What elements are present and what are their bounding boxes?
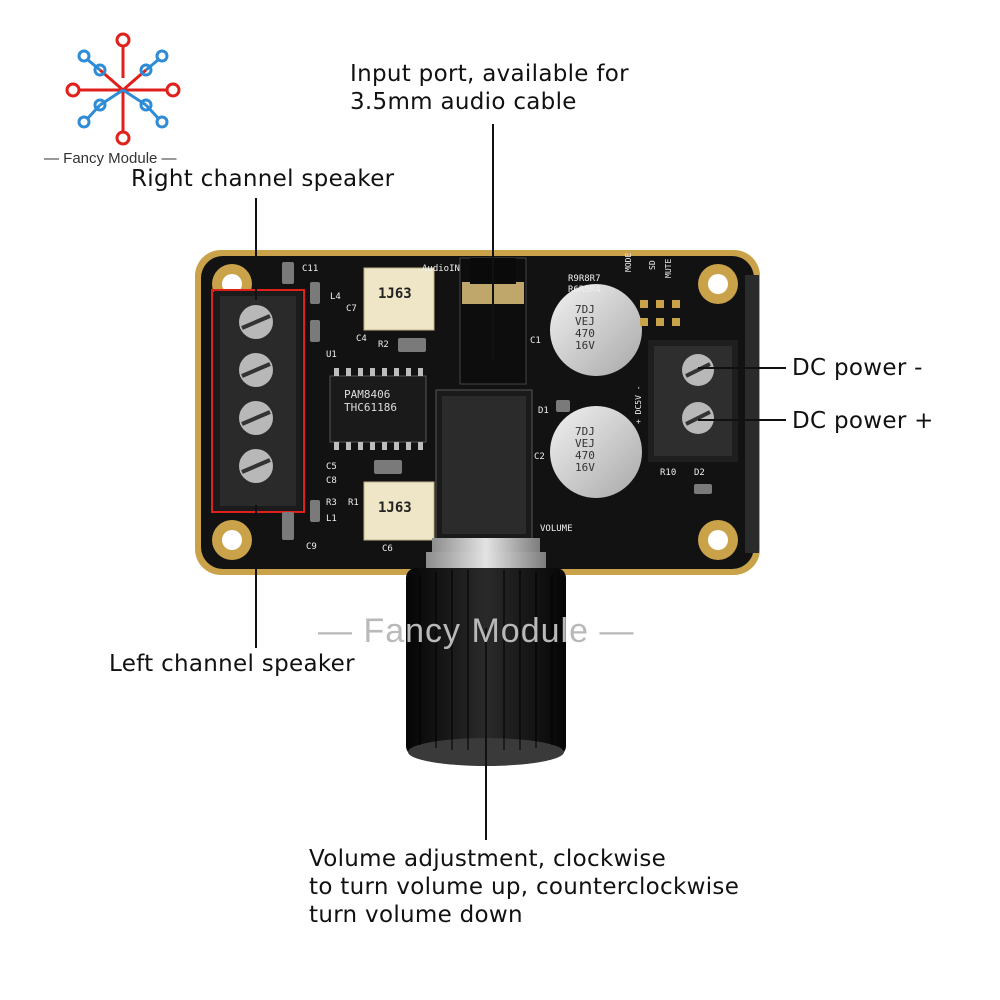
silk-dc5v: + DC5V - <box>634 385 643 424</box>
silk-r10: R10 <box>660 468 677 478</box>
input-port-label-line-2: 3.5mm audio cable <box>350 89 577 115</box>
right-channel-label: Right channel speaker <box>131 166 395 192</box>
cap-top-line-1: 7DJ <box>575 303 595 316</box>
silk-c7: C7 <box>346 304 357 314</box>
silk-c1: C1 <box>530 336 541 346</box>
watermark: — Fancy Module — <box>318 612 635 650</box>
silk-l1: L1 <box>326 514 337 524</box>
capacitor-bottom-marking: 7DJ VEJ 470 16V <box>575 426 595 474</box>
capacitor-bottom <box>550 406 642 498</box>
silk-r2: R2 <box>378 340 389 350</box>
cap-bottom-line-3: 470 <box>575 449 595 462</box>
brand-name: — Fancy Module — <box>44 150 177 167</box>
chip-line-1: PAM8406 <box>344 388 391 401</box>
capacitor-top-marking: 7DJ VEJ 470 16V <box>575 304 595 352</box>
silk-c4: C4 <box>356 334 367 344</box>
silk-audio-in: AudioIN <box>422 264 460 274</box>
volume-label-line-3: turn volume down <box>309 902 523 928</box>
silk-u1: U1 <box>326 350 337 360</box>
speaker-terminal-block <box>214 290 302 512</box>
cap-bottom-line-2: VEJ <box>575 437 595 450</box>
dc-terminal-block <box>648 340 738 462</box>
inductor-bottom-label: 1J63 <box>378 500 412 516</box>
volume-label: Volume adjustment, clockwise to turn vol… <box>309 845 739 929</box>
brand-logo-icon <box>65 32 181 146</box>
silk-c2: C2 <box>534 452 545 462</box>
input-port-label-line-1: Input port, available for <box>350 61 629 87</box>
cap-bottom-line-4: 16V <box>575 461 595 474</box>
silk-mode: MODE <box>624 252 633 272</box>
chip-line-2: THC61186 <box>344 401 397 414</box>
inductor-top <box>363 267 435 331</box>
silk-r3: R3 <box>326 498 337 508</box>
silk-d2: D2 <box>694 468 705 478</box>
dc-minus-label: DC power - <box>792 355 923 381</box>
cap-top-line-4: 16V <box>575 339 595 352</box>
pcb-board <box>195 250 760 575</box>
silk-r1: R1 <box>348 498 359 508</box>
dc-plus-label: DC power + <box>792 408 934 434</box>
cap-top-line-3: 470 <box>575 327 595 340</box>
inductor-bottom <box>363 481 435 541</box>
silk-volume: VOLUME <box>540 524 573 534</box>
highlight-box <box>211 289 305 513</box>
watermark-text: Fancy Module <box>363 612 589 650</box>
silk-mute: MUTE <box>664 258 673 278</box>
silk-c8: C8 <box>326 476 337 486</box>
silk-c5: C5 <box>326 462 337 472</box>
silk-r-top: R9R8R7 <box>568 274 601 284</box>
amplifier-chip <box>329 375 427 443</box>
inductor-top-label: 1J63 <box>378 286 412 302</box>
silk-l4: L4 <box>330 292 341 302</box>
silk-d1: D1 <box>538 406 549 416</box>
chip-marking: PAM8406 THC61186 <box>344 388 397 414</box>
left-channel-label: Left channel speaker <box>109 651 355 677</box>
cap-top-line-2: VEJ <box>575 315 595 328</box>
silk-c9: C9 <box>306 542 317 552</box>
silk-r-bottom: R6R5R4 <box>568 285 601 295</box>
cap-bottom-line-1: 7DJ <box>575 425 595 438</box>
input-port-label: Input port, available for 3.5mm audio ca… <box>350 60 629 116</box>
leader-lines <box>255 124 786 840</box>
silk-c6: C6 <box>382 544 393 554</box>
silk-sd: SD <box>648 260 657 270</box>
capacitor-top <box>550 284 642 376</box>
volume-label-line-1: Volume adjustment, clockwise <box>309 846 667 872</box>
silk-c11: C11 <box>302 264 319 274</box>
volume-label-line-2: to turn volume up, counterclockwise <box>309 874 740 900</box>
brand-name-text: Fancy Module <box>63 150 158 167</box>
